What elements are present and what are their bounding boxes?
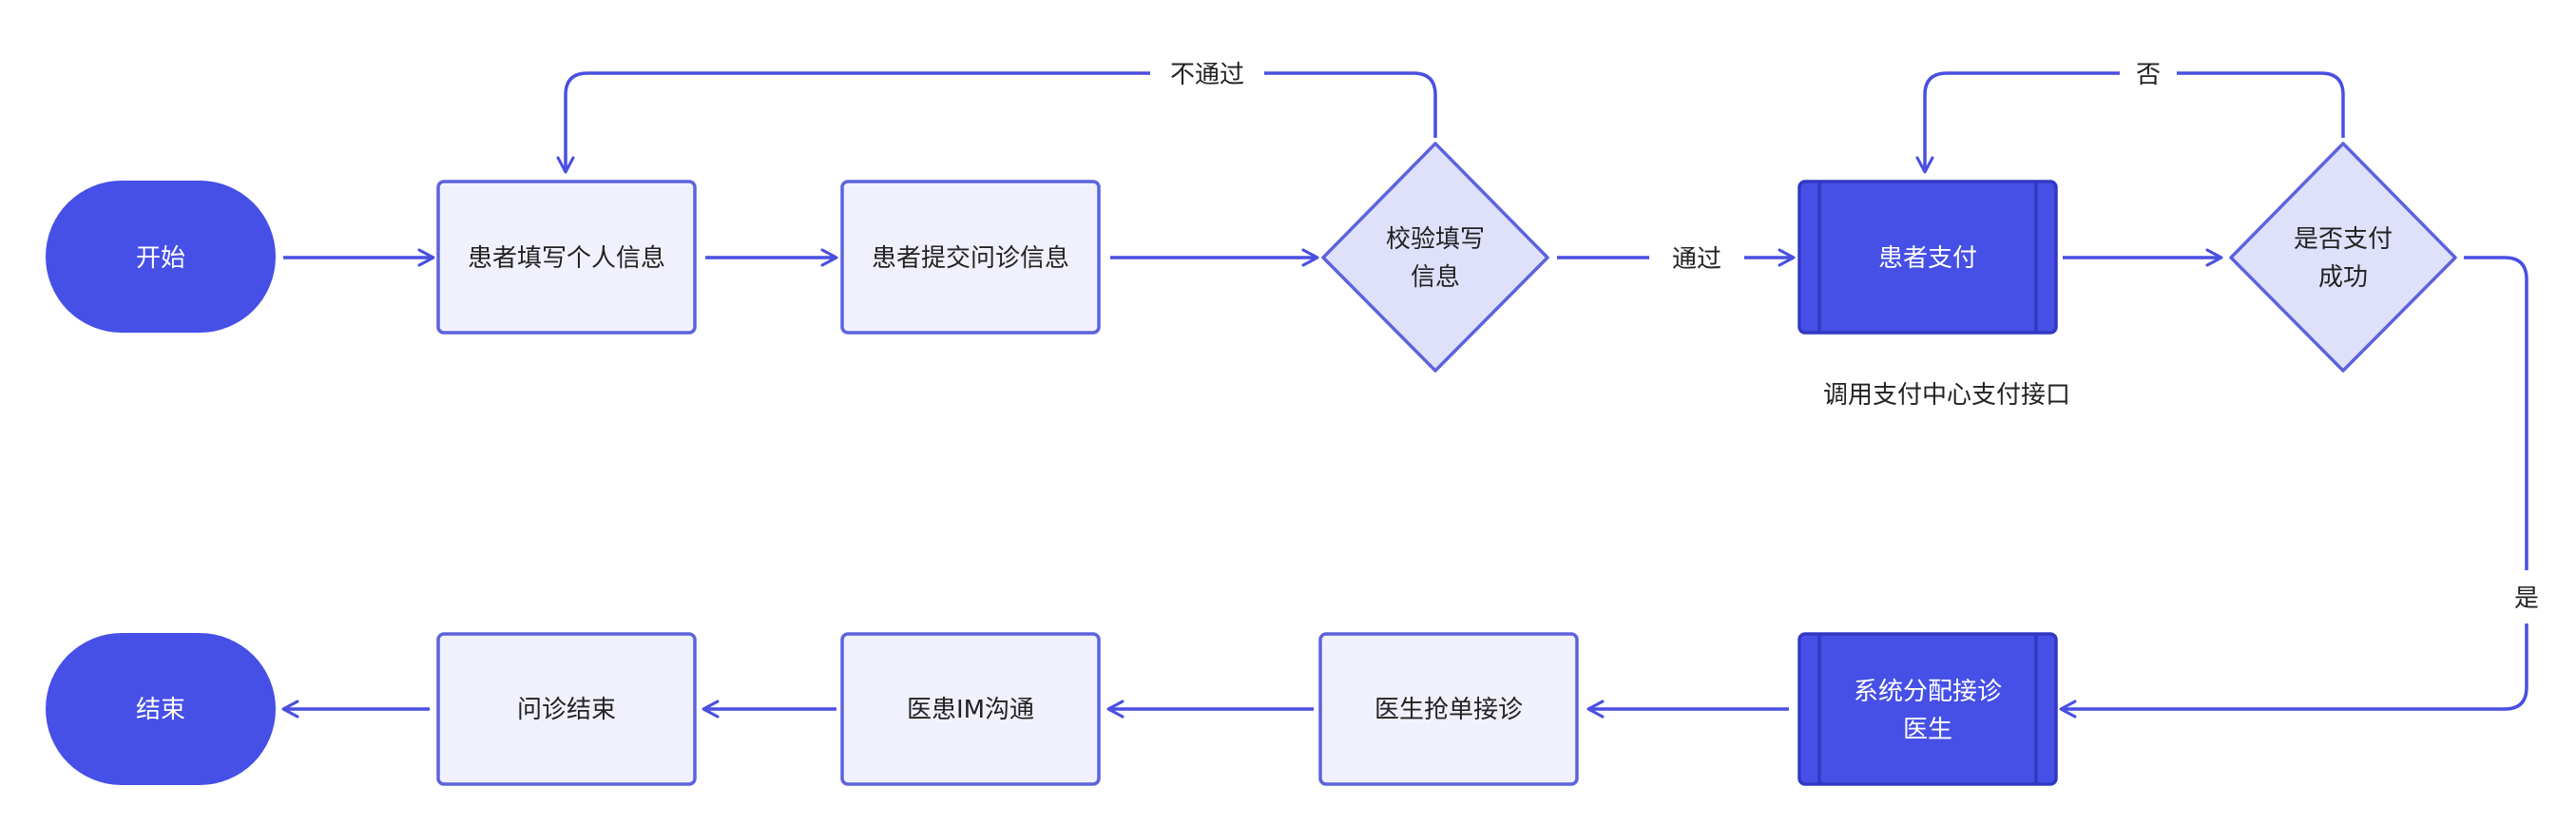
consult-end-node[interactable]: 问诊结束 — [436, 632, 697, 786]
im-chat-label: 医患IM沟通 — [907, 696, 1034, 724]
edge-label-no: 否 — [2136, 61, 2161, 89]
end-node[interactable]: 结束 — [46, 633, 276, 785]
pay-label: 患者支付 — [1878, 244, 1977, 273]
connectors — [281, 71, 2528, 719]
start-label: 开始 — [136, 244, 185, 273]
im-chat-node[interactable]: 医患IM沟通 — [840, 632, 1101, 786]
edge-label-pass: 通过 — [1672, 245, 1721, 274]
pay-ok-label-line2: 成功 — [2318, 263, 2368, 292]
validate-label-line1: 校验填写 — [1386, 225, 1485, 254]
pay-api-note: 调用支付中心支付接口 — [1823, 381, 2070, 410]
arrow-check-no-right — [2177, 71, 2345, 138]
assign-label-line1: 系统分配接诊 — [1854, 678, 2002, 706]
start-node[interactable]: 开始 — [46, 181, 276, 333]
grab-order-node[interactable]: 医生抢单接诊 — [1318, 632, 1579, 786]
submit-info-label: 患者提交问诊信息 — [872, 244, 1069, 273]
consult-end-label: 问诊结束 — [517, 696, 616, 724]
arrow-check-yes-top — [2464, 256, 2528, 570]
submit-info-node[interactable]: 患者提交问诊信息 — [840, 180, 1101, 335]
arrow-check-no-left — [1915, 71, 2120, 174]
edge-label-yes: 是 — [2514, 585, 2539, 613]
end-label: 结束 — [136, 696, 185, 724]
assign-label-line2: 医生 — [1903, 716, 1952, 744]
arrow-check-yes-bottom — [2059, 624, 2528, 719]
fill-info-node[interactable]: 患者填写个人信息 — [436, 180, 697, 335]
pay-node[interactable]: 患者支付 — [1797, 180, 2058, 335]
arrow-validate-fail-right — [1264, 71, 1437, 138]
pay-ok-label-line1: 是否支付 — [2294, 225, 2393, 254]
fill-info-label: 患者填写个人信息 — [468, 244, 665, 273]
validate-label-line2: 信息 — [1411, 263, 1460, 292]
pay-ok-decision-node[interactable]: 是否支付 成功 — [2229, 142, 2457, 373]
edge-label-fail: 不通过 — [1170, 61, 1244, 89]
assign-doctor-node[interactable]: 系统分配接诊 医生 — [1797, 632, 2058, 786]
arrow-validate-fail-left — [556, 71, 1150, 174]
grab-order-label: 医生抢单接诊 — [1375, 696, 1523, 724]
validate-decision-node[interactable]: 校验填写 信息 — [1321, 142, 1549, 373]
